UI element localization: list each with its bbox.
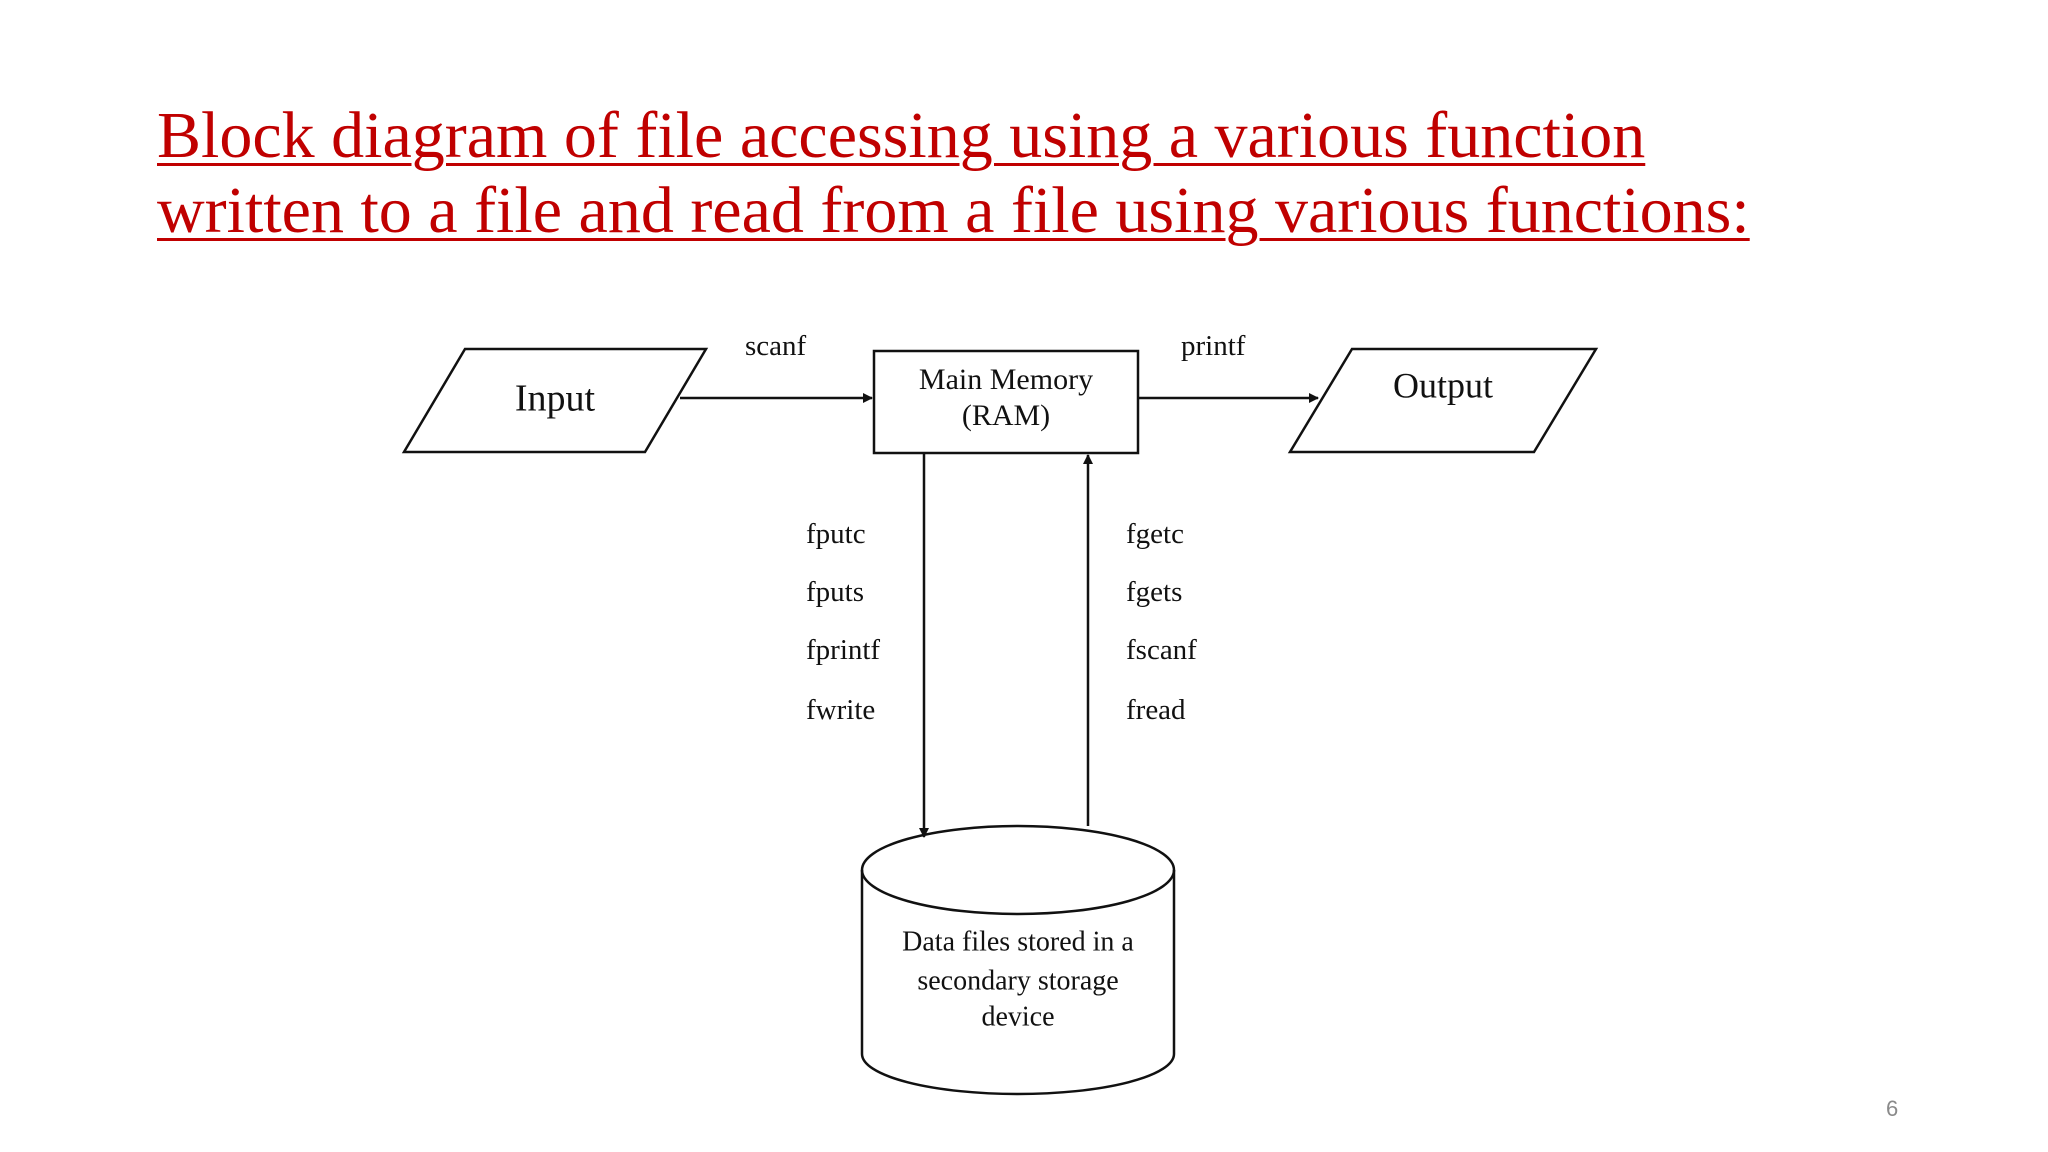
storage-label-line-1: Data files stored in a	[902, 926, 1134, 957]
input-parallelogram	[401, 347, 709, 454]
scanf-label: scanf	[745, 330, 807, 362]
storage-cylinder-top	[860, 824, 1176, 916]
slide-title-line-2: written to a file and read from a file u…	[157, 174, 1750, 247]
read-function-label: fread	[1126, 694, 1186, 726]
printf-label: printf	[1181, 330, 1246, 362]
storage-label-line-3: device	[981, 1001, 1054, 1032]
main-memory-node: Main Memory (RAM)	[872, 349, 1140, 455]
output-node: Output	[1287, 347, 1599, 454]
main-memory-label-line-1: Main Memory	[919, 363, 1093, 396]
slide-title-line-1: Block diagram of file accessing using a …	[157, 99, 1646, 172]
main-memory-box	[872, 349, 1140, 455]
read-function-label: fgets	[1126, 576, 1182, 608]
write-function-label: fputc	[806, 518, 866, 550]
write-function-label: fwrite	[806, 694, 875, 726]
output-parallelogram	[1287, 347, 1599, 454]
main-memory-label-line-2: (RAM)	[962, 399, 1050, 432]
storage-cylinder-body	[860, 870, 1176, 1096]
page-number: 6	[1886, 1096, 1899, 1121]
slide-title: Block diagram of file accessing using a …	[157, 98, 1957, 248]
read-function-list: fgetc fgets fscanf fread	[1126, 518, 1197, 726]
write-function-list: fputc fputs fprintf fwrite	[806, 518, 880, 726]
storage-label-line-2: secondary storage	[917, 965, 1118, 996]
input-label: Input	[515, 378, 596, 420]
storage-node: Data files stored in a secondary storage…	[860, 824, 1176, 1096]
input-node: Input	[401, 347, 709, 454]
write-function-label: fprintf	[806, 634, 880, 666]
read-function-label: fgetc	[1126, 518, 1184, 550]
read-function-label: fscanf	[1126, 634, 1197, 666]
output-label: Output	[1393, 365, 1493, 405]
write-function-label: fputs	[806, 576, 864, 608]
